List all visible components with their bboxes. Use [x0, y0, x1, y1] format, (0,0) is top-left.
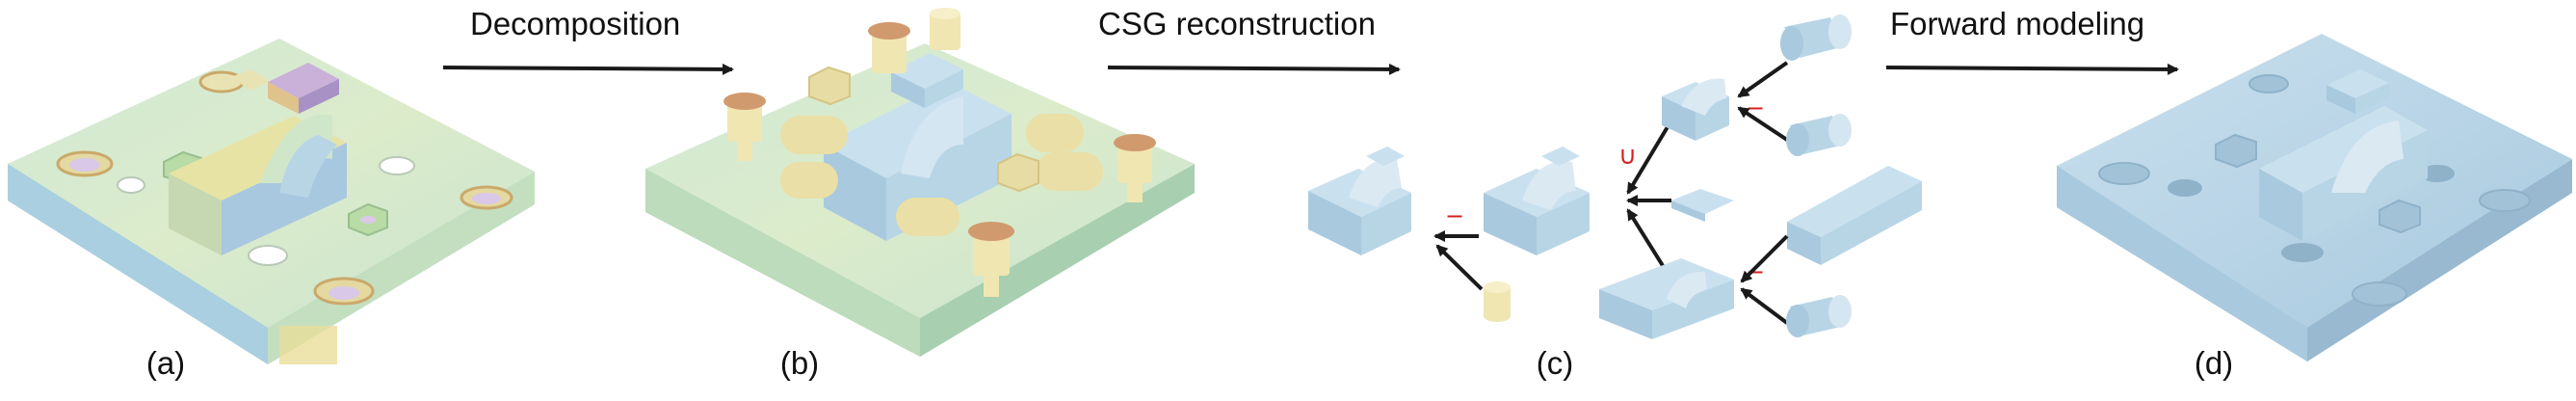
decomposition-arrow	[442, 63, 734, 75]
csg-long-bar	[1787, 166, 1922, 265]
csg-lower-arch-block	[1599, 258, 1734, 339]
csg-upper-arch	[1662, 78, 1729, 141]
csg-thin-plate	[1671, 189, 1734, 222]
union-operator: ∪	[1618, 142, 1637, 171]
csg-cylinder-bottom	[1786, 295, 1852, 337]
panel-label-c: (c)	[1536, 345, 1574, 381]
forward-modeling-arrow	[1885, 63, 2179, 75]
csg-cylinder-top	[1780, 14, 1852, 61]
panel-label-b: (b)	[779, 345, 820, 381]
csg-cylinder-mid	[1786, 114, 1852, 156]
csg-result-part	[1308, 147, 1411, 255]
panel-label-d: (d)	[2194, 345, 2234, 381]
panel-c-csg-tree: − ∪	[1308, 14, 1922, 339]
panel-b-decomposed-model	[645, 8, 1195, 357]
panel-label-a: (a)	[145, 345, 186, 381]
csg-union-part	[1484, 147, 1590, 255]
step-label-forward-modeling: Forward modeling	[1890, 6, 2145, 41]
step-label-decomposition: Decomposition	[470, 6, 681, 41]
csg-small-cylinder	[1484, 281, 1511, 322]
minus-operator-1: −	[1445, 202, 1464, 229]
panel-d-reconstructed-model	[2057, 34, 2572, 361]
csg-reconstruction-arrow	[1107, 63, 1401, 75]
step-label-csg-reconstruction: CSG reconstruction	[1098, 6, 1376, 41]
panel-a-input-model	[8, 39, 535, 364]
